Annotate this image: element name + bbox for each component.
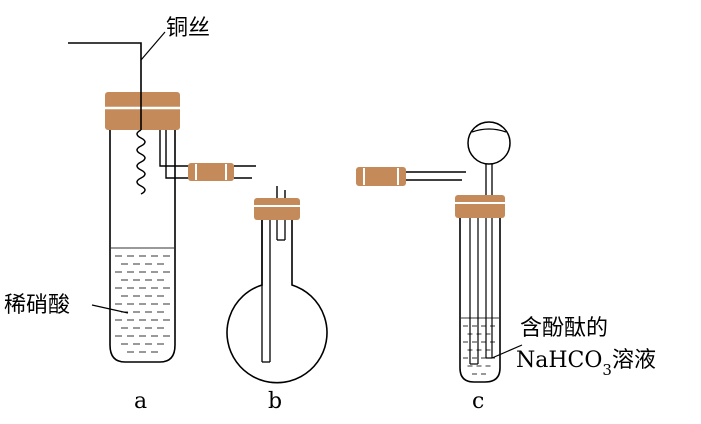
label-dilute-nitric-acid: 稀硝酸	[4, 293, 70, 318]
rubber-connector-bc	[356, 167, 406, 186]
apparatus-b	[226, 186, 328, 384]
safety-bulb	[467, 121, 511, 165]
nitric-acid-leader	[91, 304, 129, 314]
flask-b	[226, 218, 328, 384]
copper-wire-label-leader	[140, 31, 166, 61]
letter-c: c	[472, 389, 484, 414]
test-tube-c	[459, 218, 501, 383]
tube-a-to-b	[159, 130, 190, 167]
rubber-connector-ab	[188, 163, 234, 181]
apparatus-a	[68, 31, 190, 363]
nahco3-solution-dashes	[463, 325, 495, 375]
stopper-b	[254, 198, 300, 220]
label-reagent-line2: NaHCO3溶液	[516, 348, 656, 379]
label-copper-wire: 铜丝	[166, 16, 210, 41]
apparatus-c	[455, 121, 523, 383]
test-tube-a	[109, 130, 176, 363]
nitric-acid-dashes	[115, 255, 170, 353]
copper-coil	[136, 129, 146, 195]
label-reagent-line1: 含酚酞的	[520, 316, 608, 341]
letter-a: a	[134, 389, 147, 414]
letter-b: b	[268, 389, 282, 414]
stopper-c	[455, 195, 505, 218]
stopper-a	[105, 92, 180, 130]
